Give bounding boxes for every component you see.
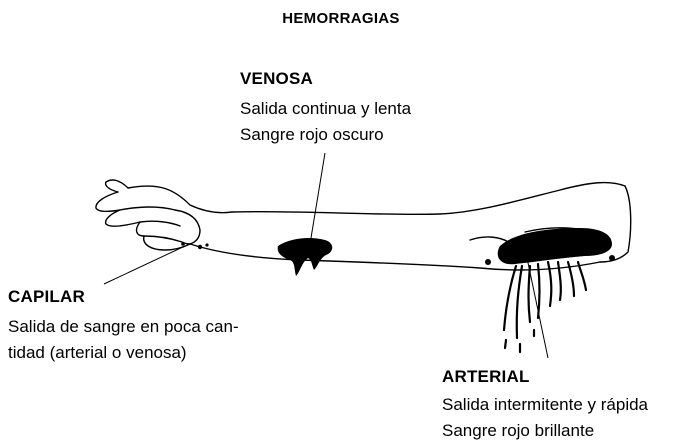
capilar-heading: CAPILAR <box>8 286 85 308</box>
venosa-line-2: Sangre rojo oscuro <box>240 124 384 146</box>
venosa-leader <box>310 153 325 244</box>
venous-wound <box>278 238 333 276</box>
capilar-leader <box>104 246 185 284</box>
venosa-heading: VENOSA <box>240 68 313 90</box>
venosa-line-1: Salida continua y lenta <box>240 98 411 120</box>
arterial-heading: ARTERIAL <box>442 366 530 388</box>
capilar-line-2: tidad (arterial o venosa) <box>8 342 187 364</box>
arterial-line-2: Sangre rojo brillante <box>442 420 594 442</box>
arterial-line-1: Salida intermitente y rápida <box>442 394 648 416</box>
arterial-spurts <box>504 262 586 352</box>
arterial-leader <box>527 258 548 358</box>
arterial-wound <box>485 228 615 265</box>
capilar-line-1: Salida de sangre en poca can- <box>8 316 239 338</box>
